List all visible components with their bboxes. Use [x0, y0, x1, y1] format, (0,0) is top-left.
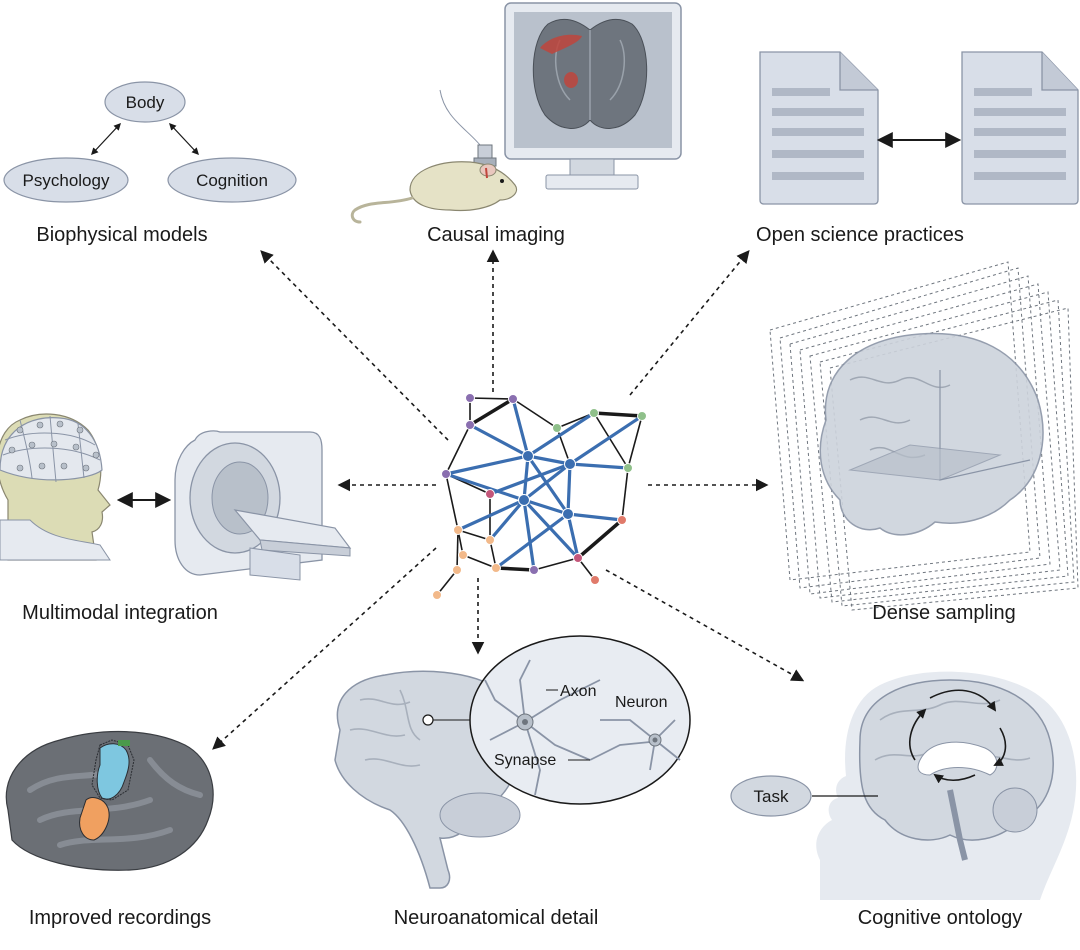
- monitor-icon: [504, 2, 682, 190]
- network-black-edges: [436, 397, 643, 596]
- eeg-head-icon: [0, 413, 111, 561]
- cognition-label: Cognition: [196, 171, 268, 190]
- arrow-to-ontology: [605, 569, 805, 682]
- network-blue-edges: [444, 397, 644, 572]
- center-arrows: [212, 249, 805, 750]
- synapse-label: Synapse: [494, 752, 556, 769]
- neuroanatomy-caption: Neuroanatomical detail: [394, 907, 599, 929]
- biophysical-models: Body Psychology Cognition Biophysical mo…: [3, 81, 297, 246]
- inflated-cortex-icon: [5, 731, 214, 871]
- open-science-caption: Open science practices: [756, 224, 964, 246]
- ontology-caption: Cognitive ontology: [858, 907, 1023, 929]
- body-label: Body: [126, 93, 165, 112]
- mri-scanner-icon: [174, 430, 352, 581]
- causal-imaging: Causal imaging: [350, 2, 682, 246]
- cognition-node: Cognition: [167, 157, 297, 203]
- body-node: Body: [104, 81, 186, 123]
- causal-caption: Causal imaging: [427, 224, 565, 246]
- neuron-label: Neuron: [615, 694, 667, 711]
- central-network: [432, 393, 647, 600]
- arrow-to-biophysical: [260, 250, 449, 441]
- arrow-to-open-science: [629, 250, 750, 396]
- psychology-label: Psychology: [23, 171, 110, 190]
- multimodal-caption: Multimodal integration: [22, 602, 218, 624]
- document-icon-left: [759, 51, 879, 205]
- dense-sampling: Dense sampling: [769, 261, 1079, 624]
- brain-3d-icon: [819, 332, 1044, 536]
- task-node: Task: [730, 775, 812, 817]
- neuron-zoom-icon: Axon Neuron Synapse: [469, 635, 691, 805]
- head-profile-icon: [816, 671, 1077, 900]
- body-cognition-arrow: [169, 122, 199, 156]
- multimodal-integration: Multimodal integration: [0, 413, 352, 624]
- cognitive-ontology: Task Cognitive ontology: [730, 671, 1077, 929]
- slice-stack: [769, 261, 1079, 611]
- recordings-caption: Improved recordings: [29, 907, 211, 929]
- improved-recordings: Improved recordings: [5, 731, 214, 929]
- axon-label: Axon: [560, 683, 596, 700]
- task-label: Task: [754, 787, 789, 806]
- dense-caption: Dense sampling: [872, 602, 1015, 624]
- open-science: Open science practices: [756, 51, 1079, 246]
- arrow-to-recordings: [212, 547, 437, 750]
- document-icon-right: [961, 51, 1079, 205]
- network-nodes: [432, 393, 647, 600]
- neuroanatomical-detail: Axon Neuron Synapse Neuroanatomical deta…: [334, 635, 691, 929]
- biophysical-caption: Biophysical models: [36, 224, 207, 246]
- mouse-icon: [350, 89, 518, 224]
- psychology-node: Psychology: [3, 157, 129, 203]
- body-psychology-arrow: [91, 122, 121, 156]
